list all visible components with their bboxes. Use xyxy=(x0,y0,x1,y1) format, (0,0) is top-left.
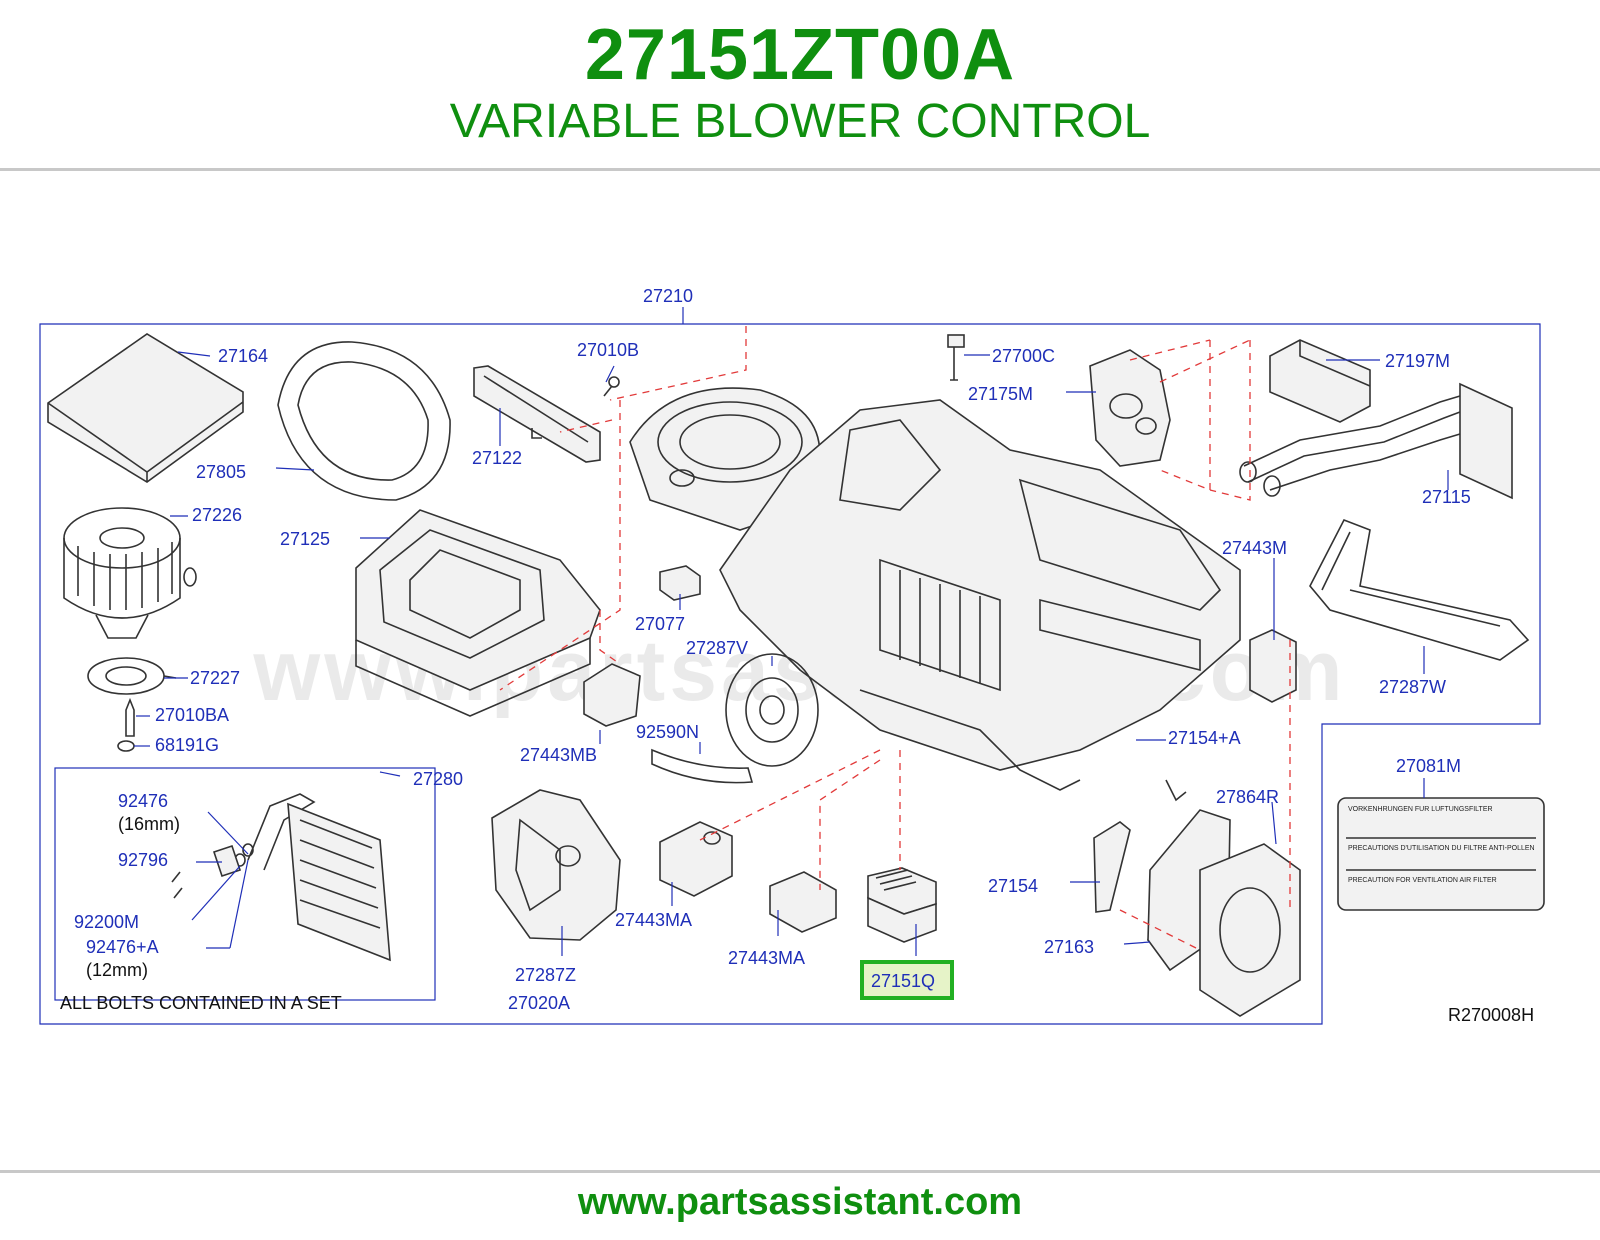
actuator-ma-2-drawing xyxy=(769,871,837,933)
evaporator-core-drawing xyxy=(287,802,391,962)
callout-27125: 27125 xyxy=(280,529,330,549)
inset-note: ALL BOLTS CONTAINED IN A SET xyxy=(60,993,342,1013)
reference-code: R270008H xyxy=(1448,1005,1534,1025)
callout-27700c: 27700C xyxy=(992,346,1055,366)
parts-diagram: www.partsassistant.com xyxy=(39,286,1545,1025)
grommet-drawing xyxy=(725,653,819,767)
part-name-subtitle: VARIABLE BLOWER CONTROL xyxy=(449,95,1151,148)
heater-unit-body-drawing xyxy=(719,399,1241,791)
actuator-ma-1-drawing xyxy=(659,821,733,897)
actuator-mb-drawing xyxy=(583,663,641,727)
callout-27197m: 27197M xyxy=(1385,351,1450,371)
clip-drawing xyxy=(1165,779,1187,802)
callout-27226: 27226 xyxy=(192,505,242,525)
blower-motor-drawing xyxy=(63,507,197,639)
part-number-title: 27151ZT00A xyxy=(584,15,1016,95)
page-header: 27151ZT00A VARIABLE BLOWER CONTROL xyxy=(0,0,1600,170)
variable-blower-control-drawing xyxy=(867,867,937,943)
callout-27010ba: 27010BA xyxy=(155,705,229,725)
callout-27805: 27805 xyxy=(196,462,246,482)
seal-ring-drawing xyxy=(277,341,451,501)
footer-divider xyxy=(0,1170,1600,1173)
callout-27443ma-2: 27443MA xyxy=(728,948,805,968)
filter-label-text: VORKENHRUNGEN FUR LUFTUNGSFILTER PRECAUT… xyxy=(1348,806,1535,884)
callout-27210: 27210 xyxy=(643,286,693,306)
callout-27122: 27122 xyxy=(472,448,522,468)
callout-27443m: 27443M xyxy=(1222,538,1287,558)
callout-27077: 27077 xyxy=(635,614,685,634)
assembly-lines xyxy=(499,326,1291,951)
callout-27175m: 27175M xyxy=(968,384,1033,404)
inset-frame xyxy=(54,767,436,1001)
control-module-drawing xyxy=(1269,339,1371,423)
callout-27227: 27227 xyxy=(190,668,240,688)
callout-92476: 92476 xyxy=(118,791,168,811)
callout-27151q: 27151Q xyxy=(871,971,935,991)
case-cover-drawing xyxy=(1147,809,1301,1017)
intake-case-drawing xyxy=(355,509,601,717)
actuator-m-drawing xyxy=(1249,629,1297,703)
main-frame xyxy=(39,323,1541,1025)
callout-92590n: 92590N xyxy=(636,722,699,742)
callout-27164: 27164 xyxy=(218,346,268,366)
header-divider xyxy=(0,168,1600,171)
callout-92476-size: (16mm) xyxy=(118,814,180,834)
drain-hose-drawing xyxy=(651,748,754,784)
callout-27154a: 27154+A xyxy=(1168,728,1241,748)
gasket-frame-drawing xyxy=(1309,518,1530,661)
callout-27287z: 27287Z xyxy=(515,965,576,985)
callout-labels: 27210 27164 27010B 27700C 27197M 27175M … xyxy=(60,286,1534,1025)
highlighted-callout[interactable]: 27151Q xyxy=(860,960,954,1000)
callout-27287v: 27287V xyxy=(686,638,748,658)
heater-core-drawing xyxy=(1239,382,1513,500)
screw-drawing xyxy=(603,376,620,397)
callout-27443ma-1: 27443MA xyxy=(615,910,692,930)
callout-27864r: 27864R xyxy=(1216,787,1279,807)
callout-27287w: 27287W xyxy=(1379,677,1446,697)
bolt-drawing xyxy=(117,697,135,752)
callout-27020a: 27020A xyxy=(508,993,570,1013)
sensor-drawing xyxy=(947,334,965,381)
callout-27010b: 27010B xyxy=(577,340,639,360)
filter-label-drawing xyxy=(1337,797,1545,911)
filter-label-line-1: VORKENHRUNGEN FUR LUFTUNGSFILTER xyxy=(1348,806,1493,813)
evaporator-pipes-drawing xyxy=(171,793,316,899)
callout-92476a: 92476+A xyxy=(86,937,159,957)
callout-27154: 27154 xyxy=(988,876,1038,896)
duct-drawing xyxy=(1089,349,1171,467)
bracket-27154-drawing xyxy=(1093,821,1131,913)
callout-27115: 27115 xyxy=(1422,487,1471,507)
callout-27443mb: 27443MB xyxy=(520,745,597,765)
callout-68191g: 68191G xyxy=(155,735,219,755)
filter-label-line-2: PRECAUTIONS D'UTILISATION DU FILTRE ANTI… xyxy=(1348,845,1535,852)
cabin-filter-drawing xyxy=(47,333,244,483)
callout-27081m: 27081M xyxy=(1396,756,1461,776)
callout-92200m: 92200M xyxy=(74,912,139,932)
resistor-27077-drawing xyxy=(659,565,701,601)
footer-website-link[interactable]: www.partsassistant.com xyxy=(577,1181,1023,1223)
gasket-strip-drawing xyxy=(473,365,601,463)
callout-92796: 92796 xyxy=(118,850,168,870)
callout-92476a-size: (12mm) xyxy=(86,960,148,980)
leader-lines xyxy=(134,351,1449,956)
clamp-ring-drawing xyxy=(87,657,177,695)
callout-27163: 27163 xyxy=(1044,937,1094,957)
lower-duct-drawing xyxy=(491,789,621,941)
callout-27280: 27280 xyxy=(413,769,463,789)
filter-label-line-3: PRECAUTION FOR VENTILATION AIR FILTER xyxy=(1348,877,1497,884)
